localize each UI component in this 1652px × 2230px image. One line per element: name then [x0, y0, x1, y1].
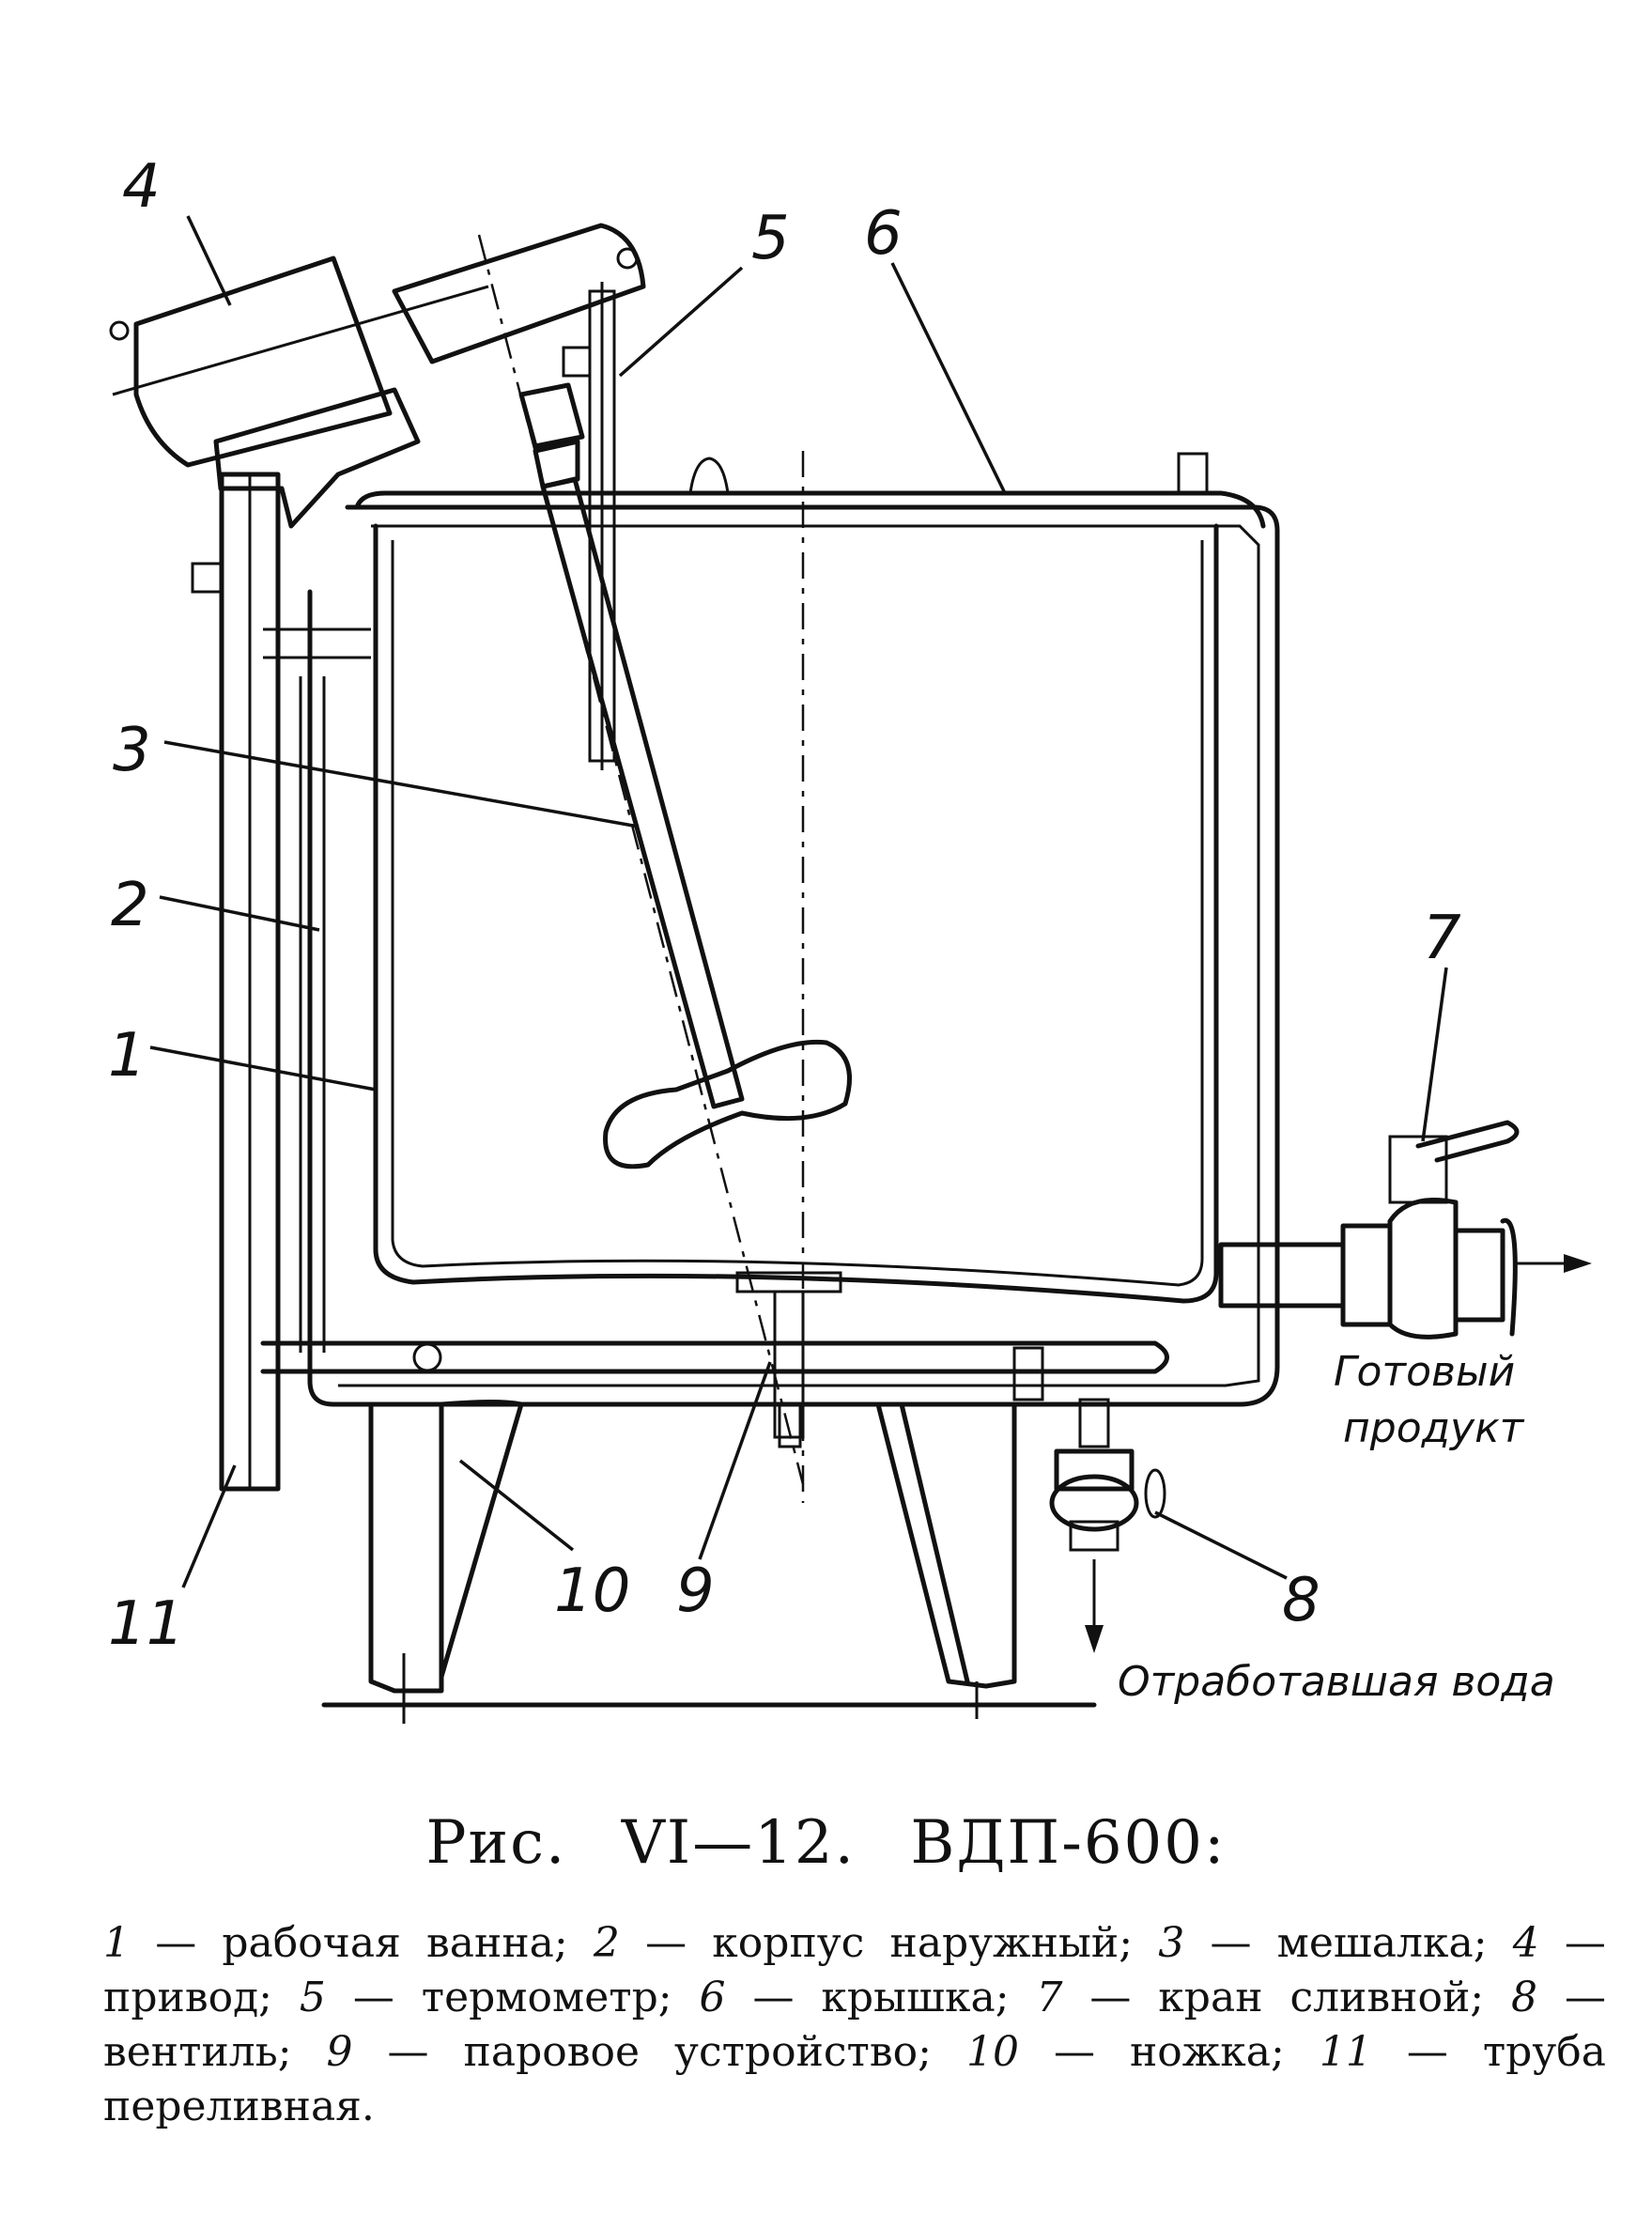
working-bath [373, 523, 1219, 1304]
outer-body [307, 504, 1280, 1407]
callout-1: 1 [108, 1021, 147, 1091]
caption-prefix: Рис. [425, 1808, 567, 1878]
callout-9: 9 [676, 1556, 715, 1626]
outlet-label-line2: продукт [1343, 1404, 1525, 1452]
agitator [518, 382, 852, 1169]
legend-item: 9 — паровое устройство; [326, 2028, 932, 2076]
callout-8: 8 [1282, 1566, 1320, 1635]
callout-7: 7 [1423, 904, 1461, 973]
drain-label: Отработавшая вода [1118, 1658, 1555, 1706]
legend-item: 4 — привод; [103, 1919, 1606, 2021]
figure-caption: Рис. VI—12. ВДП-600: [0, 1808, 1652, 1878]
callout-4: 4 [122, 152, 161, 222]
vdp-600-diagram: 4 5 6 3 2 1 7 11 10 9 8 Готовый продукт … [108, 152, 1592, 1724]
callout-3: 3 [113, 716, 151, 785]
steam-device [260, 1271, 1169, 1448]
legend-item: 11 — труба переливная. [103, 2028, 1606, 2130]
legs [368, 1400, 1017, 1724]
drain-tap [1218, 1120, 1520, 1340]
legend-item: 7 — кран сливной; [1036, 1974, 1485, 2021]
legend-item: 6 — крышка; [699, 1974, 1010, 2021]
caption-model: ВДП-600: [910, 1808, 1227, 1878]
legend-item: 2 — корпус наружный; [593, 1919, 1134, 1967]
callout-10: 10 [554, 1556, 630, 1626]
legend-item: 10 — ножка; [965, 2028, 1285, 2076]
valve [1049, 1398, 1166, 1552]
legend-item: 8 — вентиль; [103, 1974, 1606, 2076]
callout-11: 11 [108, 1589, 184, 1659]
legend-item: 5 — термометр; [299, 1974, 672, 2021]
callout-2: 2 [111, 871, 149, 940]
figure-legend: 1 — рабочая ванна; 2 — корпус наружный; … [103, 1916, 1606, 2134]
legend-item: 1 — рабочая ванна; [103, 1919, 568, 1967]
callout-5: 5 [751, 204, 790, 273]
callout-6: 6 [864, 199, 903, 269]
outlet-label-line1: Готовый [1334, 1348, 1515, 1396]
lid [354, 490, 1266, 529]
caption-number: VI—12. [621, 1808, 856, 1878]
drive [109, 223, 646, 529]
legend-item: 3 — мешалка; [1158, 1919, 1488, 1967]
